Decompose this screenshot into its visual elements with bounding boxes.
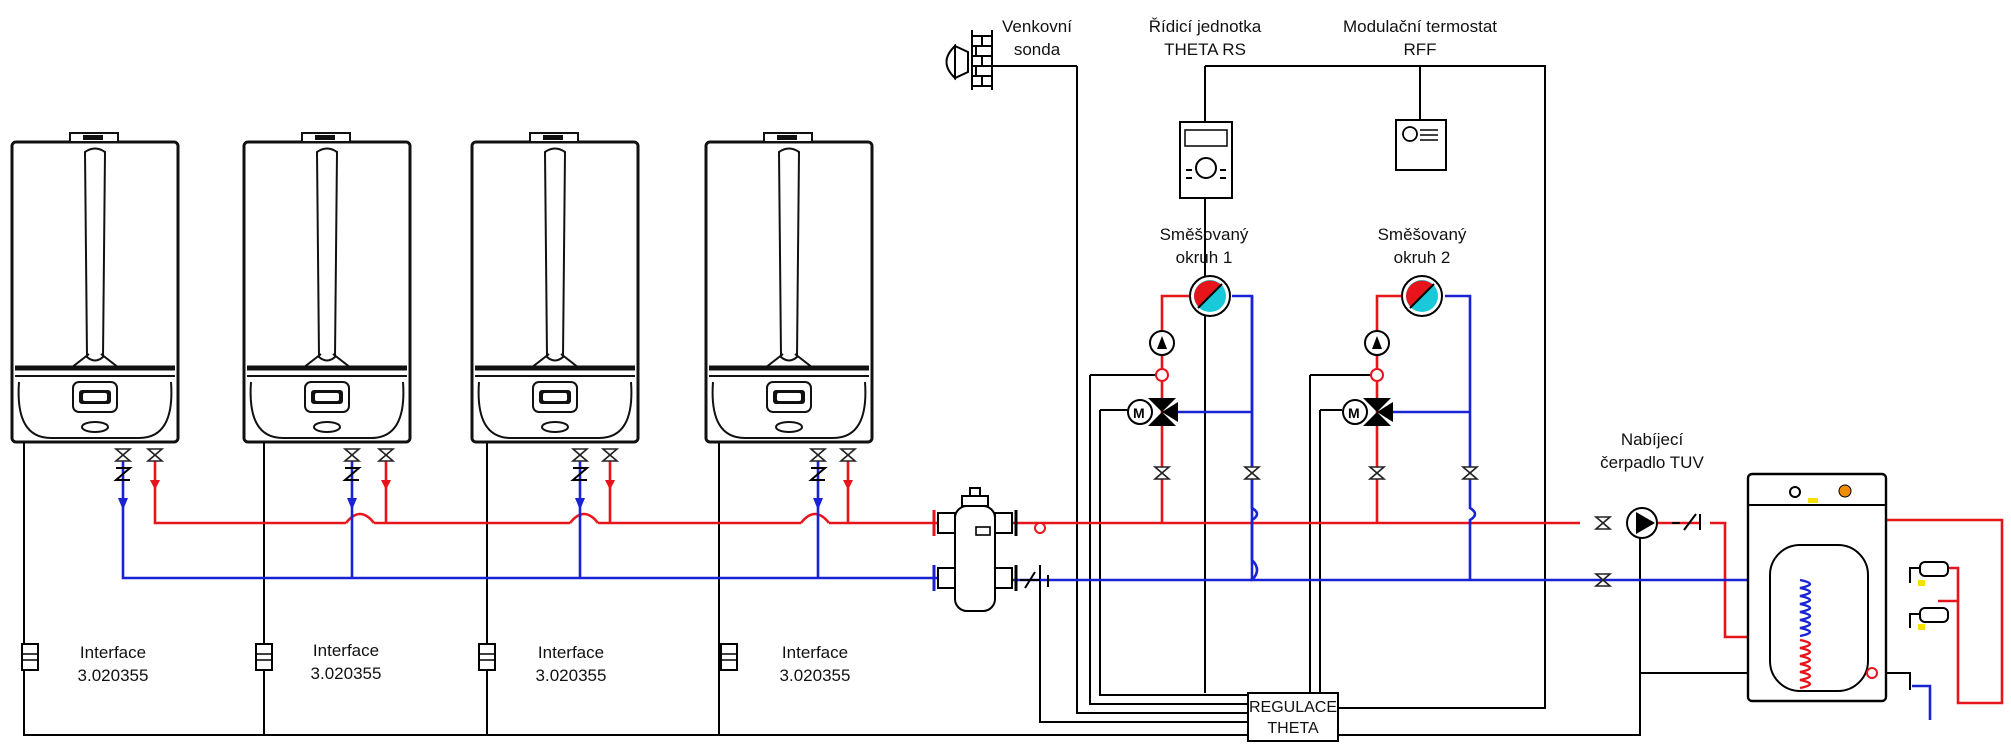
thermostat-label-1: Modulační termostat (1343, 17, 1497, 36)
interface-2-label-2: 3.020355 (311, 664, 382, 683)
interface-2-label-1: Interface (313, 641, 379, 660)
outdoor-sensor-label-2: sonda (1014, 40, 1061, 59)
hydraulic-separator (932, 487, 1049, 612)
regulation-box-line1: REGULACE (1249, 699, 1337, 716)
hot-water-taps (1909, 561, 1949, 630)
interface-1-label-2: 3.020355 (78, 666, 149, 685)
control-unit-device (1179, 66, 1233, 199)
dhw-pump-assembly (1595, 507, 1701, 587)
outdoor-sensor (945, 30, 1077, 90)
regulation-box: REGULACE THETA (1247, 692, 1339, 742)
dhw-pump-label-2: čerpadlo TUV (1600, 453, 1704, 472)
boiler-2 (244, 133, 410, 442)
mixed-circuit-2-label-2: okruh 2 (1394, 248, 1451, 267)
regulation-box-line2: THETA (1267, 720, 1319, 737)
interface-1-label-1: Interface (80, 643, 146, 662)
outdoor-sensor-label-1: Venkovní (1002, 17, 1072, 36)
boiler-valves (113, 448, 856, 510)
dhw-coil-return (1799, 578, 1812, 638)
dhw-tank (1746, 472, 1888, 703)
mixed-circuit-1-hydraulics: M (1127, 275, 1260, 480)
control-unit-label-2: THETA RS (1164, 40, 1246, 59)
dhw-coil-flow (1799, 638, 1812, 690)
mixed-circuit-1-label-1: Směšovaný (1160, 225, 1249, 244)
mixed-circuit-1-label-2: okruh 1 (1176, 248, 1233, 267)
mixed-circuit-2-hydraulics: M (1342, 275, 1478, 480)
interface-3-label-1: Interface (538, 643, 604, 662)
svg-text:M: M (1133, 405, 1145, 421)
labels: Venkovní sonda Řídicí jednotka THETA RS … (78, 17, 1705, 685)
flow-pipes (153, 294, 2004, 705)
mixed-circuit-2-label-1: Směšovaný (1378, 225, 1467, 244)
boiler-3 (472, 133, 638, 442)
interface-4-label-1: Interface (782, 643, 848, 662)
thermostat-device (1395, 119, 1447, 171)
interface-4-label-2: 3.020355 (780, 666, 851, 685)
svg-text:M: M (1348, 405, 1360, 421)
control-unit-label-1: Řídicí jednotka (1149, 17, 1262, 36)
boiler-4 (706, 133, 872, 442)
boiler-1 (12, 133, 178, 442)
dhw-pump-label-1: Nabíjecí (1621, 430, 1684, 449)
thermostat-label-2: RFF (1403, 40, 1436, 59)
return-pipes (121, 294, 1932, 720)
interface-3-label-2: 3.020355 (536, 666, 607, 685)
